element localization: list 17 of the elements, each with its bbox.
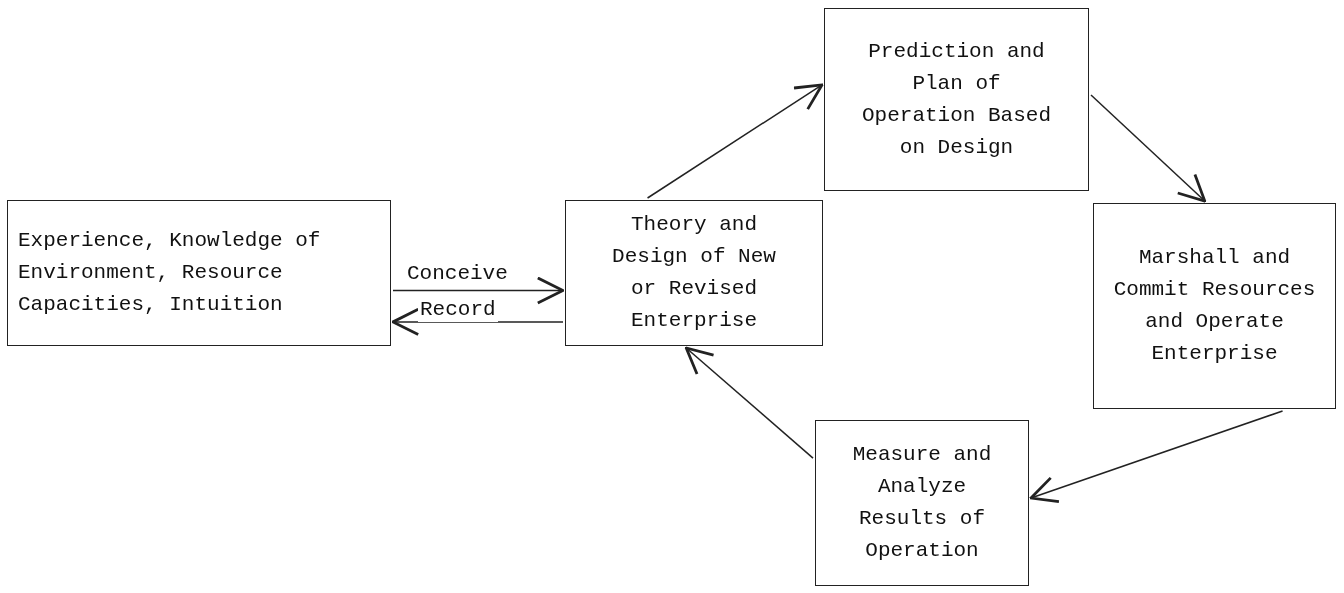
arrow <box>1029 410 1284 504</box>
box-label: Prediction and Plan of Operation Based on Design <box>862 38 1051 161</box>
arrow <box>684 346 814 459</box>
arrow <box>391 307 564 336</box>
process-box <box>7 200 391 346</box>
arrow <box>1090 94 1207 203</box>
box-label: Experience, Knowledge of Environment, Resource Capacities, Intuition <box>18 228 322 318</box>
arrow <box>392 276 565 305</box>
process-box <box>815 420 1029 586</box>
box-label: Measure and Analyze Results of Operation <box>852 442 992 564</box>
box-label: Theory and Design of New or Revised Enterprise <box>611 212 777 334</box>
edge-label: Record <box>418 298 498 322</box>
arrow <box>646 83 824 199</box>
process-box <box>824 8 1089 191</box>
process-box <box>1093 203 1336 409</box>
process-box <box>565 200 823 346</box>
box-label: Marshall and Commit Resources and Operate Enterprise <box>1112 245 1317 367</box>
